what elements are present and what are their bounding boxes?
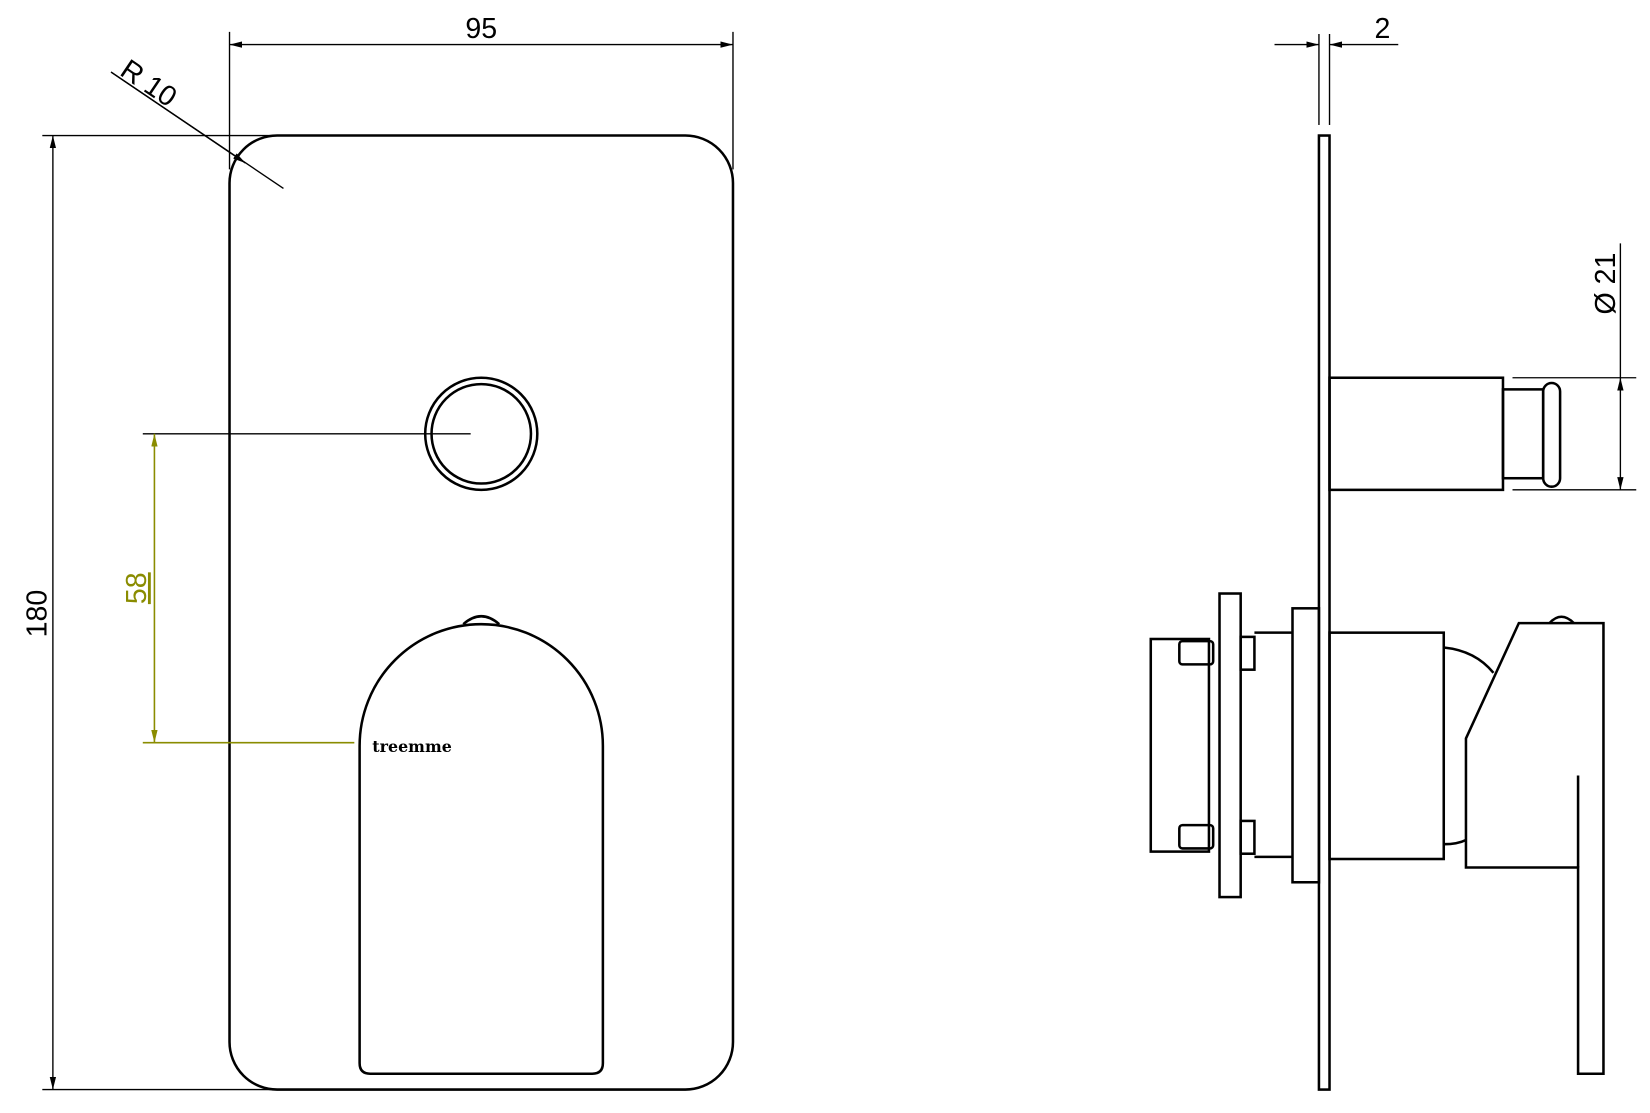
plate-thickness-dim-label: 2 xyxy=(1374,13,1390,45)
handle-top-bump xyxy=(462,614,501,626)
diverter-knob xyxy=(1541,381,1562,488)
brand-logo: treemme xyxy=(372,737,452,756)
radius-dimension: R 10 xyxy=(110,53,284,189)
width-dim-label: 95 xyxy=(465,13,497,45)
side-plate xyxy=(1317,134,1331,1091)
front-view: 95 180 R 10 58 treemme xyxy=(22,13,735,1091)
button-offset-dimension: 58 xyxy=(121,433,355,744)
mixer-lever xyxy=(1464,615,1605,1075)
diverter-body xyxy=(1328,376,1505,492)
diverter-stem xyxy=(1501,388,1545,480)
height-dimension: 180 xyxy=(22,134,275,1091)
side-view: 2 Ø 21 xyxy=(1149,13,1637,1091)
button-offset-dim-label: 58 xyxy=(121,572,153,604)
height-dim-label: 180 xyxy=(22,590,54,638)
width-dimension: 95 xyxy=(228,13,734,170)
diameter-dimension: Ø 21 xyxy=(1512,243,1637,491)
radius-dim-label: R 10 xyxy=(115,53,183,113)
plate-thickness-dimension: 2 xyxy=(1274,13,1399,125)
cover-plate xyxy=(228,134,735,1091)
mixer-handle xyxy=(358,622,605,1075)
diameter-dim-label: Ø 21 xyxy=(1590,253,1622,315)
mixer-cartridge-assembly xyxy=(1149,592,1495,899)
